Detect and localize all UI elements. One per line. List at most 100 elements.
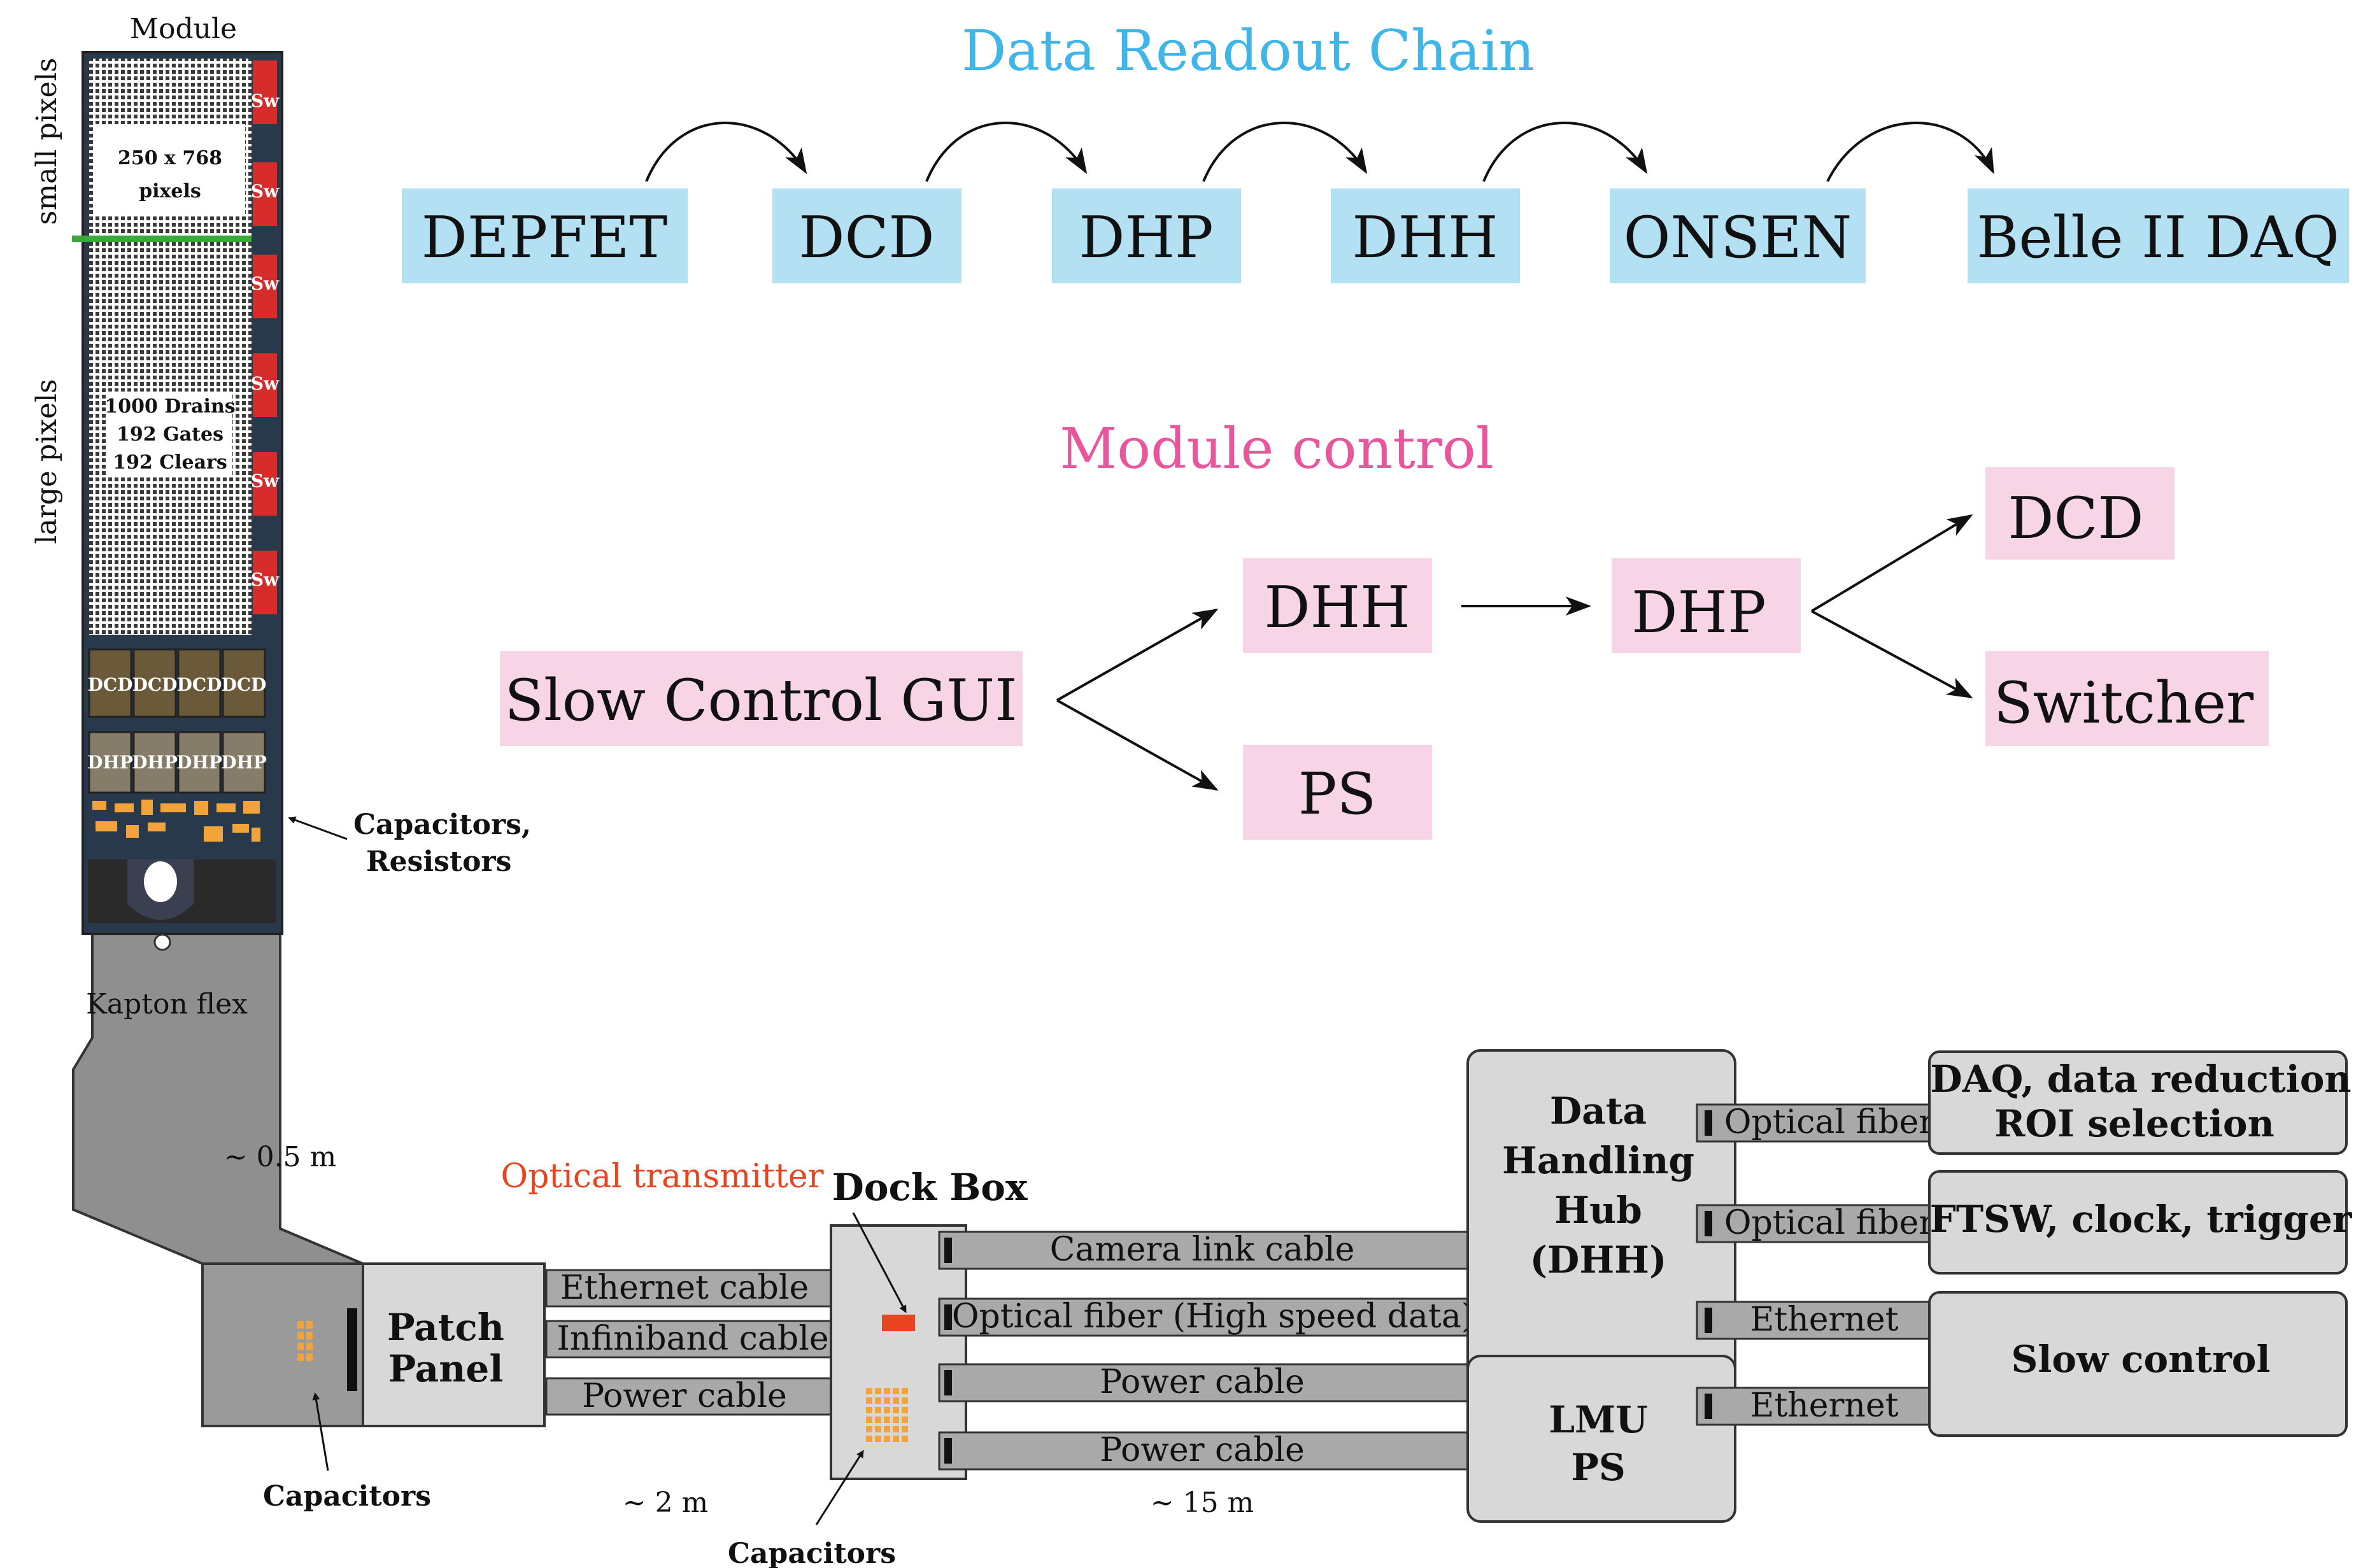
switcher-chip-label: Sw [251,181,280,202]
flex-hole [153,933,171,951]
readout-box-dhh [1331,188,1520,283]
setup-chain: Patch Panel Capacitors Ethernet cable In… [201,1049,2353,1568]
switcher-chip-label: Sw [251,569,280,590]
cable-ethernet [545,1269,853,1308]
readout-title: Data Readout Chain [961,18,1535,83]
dcd-chip-label: DCD [222,674,267,695]
cable-optical-daq-label: Optical fiber [1724,1103,1934,1141]
control-arrow-dhp-dcd [1810,514,1973,612]
large-pixel-label-box [108,392,232,477]
dhh-label-2: Handling [1502,1139,1694,1182]
dhh-label-4: (DHH) [1530,1238,1667,1282]
switcher-chip [253,60,277,124]
daq-label-2: ROI selection [1994,1102,2274,1145]
slow-control-box [1928,1291,2348,1437]
dcd-row: DCD DCD DCD DCD [88,648,267,718]
readout-box-depfet [402,188,688,283]
readout-label-belle-daq: Belle II DAQ [1976,204,2339,271]
cable-optical-ftsw [1696,1204,1953,1243]
cable-power-lmu-1-label: Power cable [1100,1363,1305,1401]
mounting-hole [144,861,177,902]
switcher-chip [253,255,277,318]
dhp-chip [177,731,222,794]
capacitors-resistors-label-2: Resistors [366,845,511,878]
readout-label-depfet: DEPFET [422,204,668,271]
readout-chain: Data Readout Chain DEPFET DCD DHP DHH ON… [402,18,2349,283]
readout-label-dcd: DCD [798,204,934,271]
dhp-chip [132,731,177,794]
cable-optical-fiber-hs-plug-left [944,1304,952,1330]
dock-capacitors [866,1388,908,1442]
control-label-ps: PS [1298,761,1376,828]
small-pixel-count: 250 x 768 [118,147,222,169]
ftsw-label: FTSW, clock, trigger [1930,1197,2353,1241]
patch-length-label: ~ 2 m [623,1487,709,1519]
optical-transmitter-label: Optical transmitter [500,1157,823,1196]
control-arrow-gui-ps [1056,699,1219,791]
cable-optical-fiber-hs-label: Optical fiber (High speed data) [952,1297,1474,1336]
dhp-chip [222,731,266,794]
patch-panel-flex-end [201,1262,364,1427]
patch-panel-label-2: Panel [388,1347,504,1390]
dcd-chip-label: DCD [177,674,222,695]
switcher-chip-label: Sw [251,273,280,294]
kapton-flex-label: Kapton flex [86,988,248,1021]
control-label-gui: Slow Control GUI [504,667,1017,734]
cable-optical-ftsw-label: Optical fiber [1724,1204,1934,1242]
module-small-pixels-label: small pixels [31,58,63,225]
patch-capacitors-label: Capacitors [263,1480,431,1513]
module-control: Module control Slow Control GUI DHH PS D… [500,416,2269,840]
dock-capacitors-arrow [815,1450,864,1525]
cable-ethernet-dhh [1696,1301,1953,1340]
cable-infiniband [545,1320,853,1359]
dcd-chip [222,648,266,718]
control-box-dhp [1612,558,1801,653]
dock-length-label: ~ 15 m [1151,1487,1254,1519]
control-box-dhh [1243,558,1432,653]
cable-power-lmu-2-plug-left [944,1438,952,1464]
cable-camera-link [938,1231,1488,1270]
cable-ethernet-lmu [1696,1387,1953,1426]
cable-infiniband-label: Infiniband cable [557,1320,828,1358]
cable-ethernet-label: Ethernet cable [560,1269,809,1307]
cable-ethernet-lmu-label: Ethernet [1750,1387,1898,1425]
control-arrow-dhp-switcher [1811,610,1973,698]
optical-transmitter-arrow [852,1212,907,1313]
flex-length-label: ~ 0.5 m [224,1141,337,1173]
control-arrow-gui-dhh [1056,609,1219,702]
readout-arrow-4 [1482,122,1648,182]
switcher-chip-label: Sw [251,470,280,491]
control-box-dcd [1985,467,2175,560]
readout-label-dhh: DHH [1352,204,1498,271]
dcd-chip [132,648,177,718]
patch-panel-label-1: Patch [387,1306,504,1349]
cable-optical-fiber-hs [938,1297,1488,1337]
dhh-label-1: Data [1550,1089,1647,1133]
readout-box-onsen [1610,188,1866,283]
dhp-chip-label: DHP [176,752,222,773]
dcd-chip-label: DCD [88,674,133,695]
daq-box [1928,1050,2348,1155]
patch-panel-connector [347,1308,357,1391]
readout-box-belle-daq [1968,188,2349,283]
dock-capacitors-label: Capacitors [728,1537,896,1568]
readout-arrow-1 [645,122,807,182]
module-passives [92,800,260,842]
cable-power-lmu-1 [938,1363,1488,1402]
readout-label-dhp: DHP [1079,204,1213,271]
dcd-chip-label: DCD [132,674,178,695]
control-label-switcher: Switcher [1994,670,2254,737]
module-title: Module [130,13,237,45]
small-pixel-unit: pixels [139,180,201,202]
gates-label: 192 Gates [117,423,224,446]
capacitors-resistors-arrow [288,816,348,840]
switcher-chip [253,353,277,417]
dhp-chip-label: DHP [221,752,267,773]
cable-power-lmu-2 [938,1431,1488,1471]
readout-arrow-5 [1826,122,1994,182]
lmu-ps-box [1466,1355,1736,1523]
module-large-pixels-label: large pixels [31,379,63,544]
cable-camera-link-plug-left [944,1238,952,1263]
control-box-ps [1243,745,1432,840]
